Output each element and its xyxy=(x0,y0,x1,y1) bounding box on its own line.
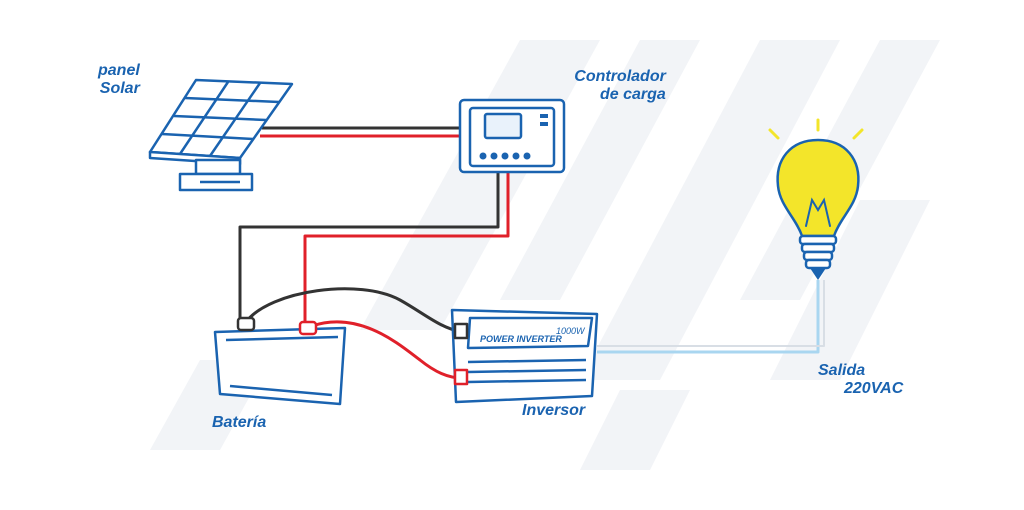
wire-battery-inverter-red xyxy=(311,320,463,380)
inverter-label: Inversor xyxy=(522,402,585,420)
battery-icon xyxy=(213,316,347,406)
wire-ac-output xyxy=(597,280,820,354)
charge-controller-label-line2: de carga xyxy=(600,86,666,103)
wire-controller-battery-red xyxy=(303,168,510,324)
output-label-line1: Salida xyxy=(818,362,866,379)
charge-controller-label: Controlador de carga xyxy=(562,68,666,104)
solar-panel-label-line1: panel xyxy=(98,62,140,79)
wire-battery-inverter-black xyxy=(244,287,463,334)
charge-controller-icon xyxy=(458,98,566,174)
solar-panel-label: panel Solar xyxy=(98,62,140,98)
solar-panel-label-line2: Solar xyxy=(99,80,140,97)
inverter-label-text: Inversor xyxy=(522,402,586,419)
wires xyxy=(238,126,825,380)
output-label: Salida 220VAC xyxy=(818,362,903,398)
output-label-line2: 220VAC xyxy=(844,380,904,397)
battery-label: Batería xyxy=(212,414,266,432)
inverter-icon: POWER INVERTER 1000W xyxy=(450,308,599,404)
charge-controller-label-line1: Controlador xyxy=(574,68,666,85)
wire-controller-battery-black xyxy=(238,168,500,318)
inverter-brand-text: POWER INVERTER xyxy=(480,334,562,344)
battery-label-text: Batería xyxy=(212,414,267,431)
inverter-rating-text: 1000W xyxy=(556,326,586,336)
light-bulb-icon xyxy=(768,118,864,280)
battery-terminal-negative xyxy=(236,316,256,332)
battery-terminal-positive xyxy=(298,320,318,336)
solar-panel-icon xyxy=(148,78,294,192)
